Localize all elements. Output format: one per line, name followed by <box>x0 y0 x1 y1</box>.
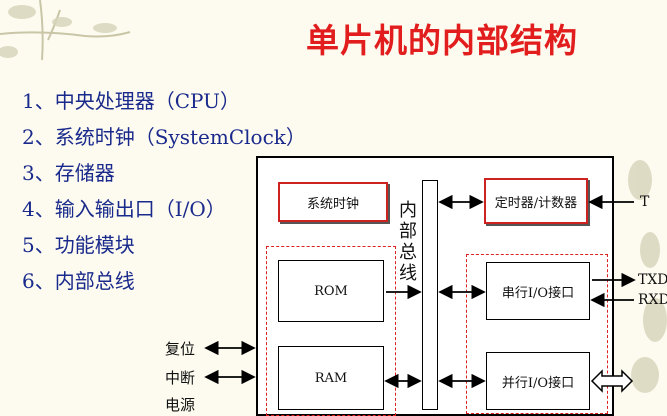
list-item: 2、系统时钟（SystemClock） <box>22 125 306 149</box>
list-item: 5、功能模块 <box>22 233 135 257</box>
timer-counter-box: 定时器/计数器 <box>484 178 588 224</box>
parallel-port-double-arrow <box>590 369 634 393</box>
rom-box: ROM <box>278 260 384 322</box>
bus-char: 线 <box>399 263 417 284</box>
bus-label: 内 部 总 线 <box>398 200 418 284</box>
bus-char: 内 <box>399 200 417 221</box>
interrupt-label: 中断 <box>165 369 196 387</box>
list-item: 3、存储器 <box>22 161 115 185</box>
serial-io-box: 串行I/O接口 <box>486 262 590 320</box>
reset-label: 复位 <box>165 340 196 358</box>
page-title: 单片机的内部结构 <box>306 21 578 60</box>
list-item: 4、输入输出口（I/O） <box>22 197 226 221</box>
rxd-label: RXD <box>638 292 667 308</box>
list-item: 6、内部总线 <box>22 269 135 293</box>
list-item: 1、中央处理器（CPU） <box>22 89 240 113</box>
txd-label: TXD <box>638 272 667 288</box>
bus-char: 总 <box>399 242 417 263</box>
connection-arrows <box>204 194 636 393</box>
ram-box: RAM <box>278 346 384 410</box>
component-list: 1、中央处理器（CPU） 2、系统时钟（SystemClock） 3、存储器 4… <box>22 86 306 302</box>
timer-input-label: T <box>640 194 650 210</box>
system-clock-box: 系统时钟 <box>278 182 388 222</box>
decorative-plant-background <box>0 0 667 393</box>
bus-char: 部 <box>399 221 417 242</box>
